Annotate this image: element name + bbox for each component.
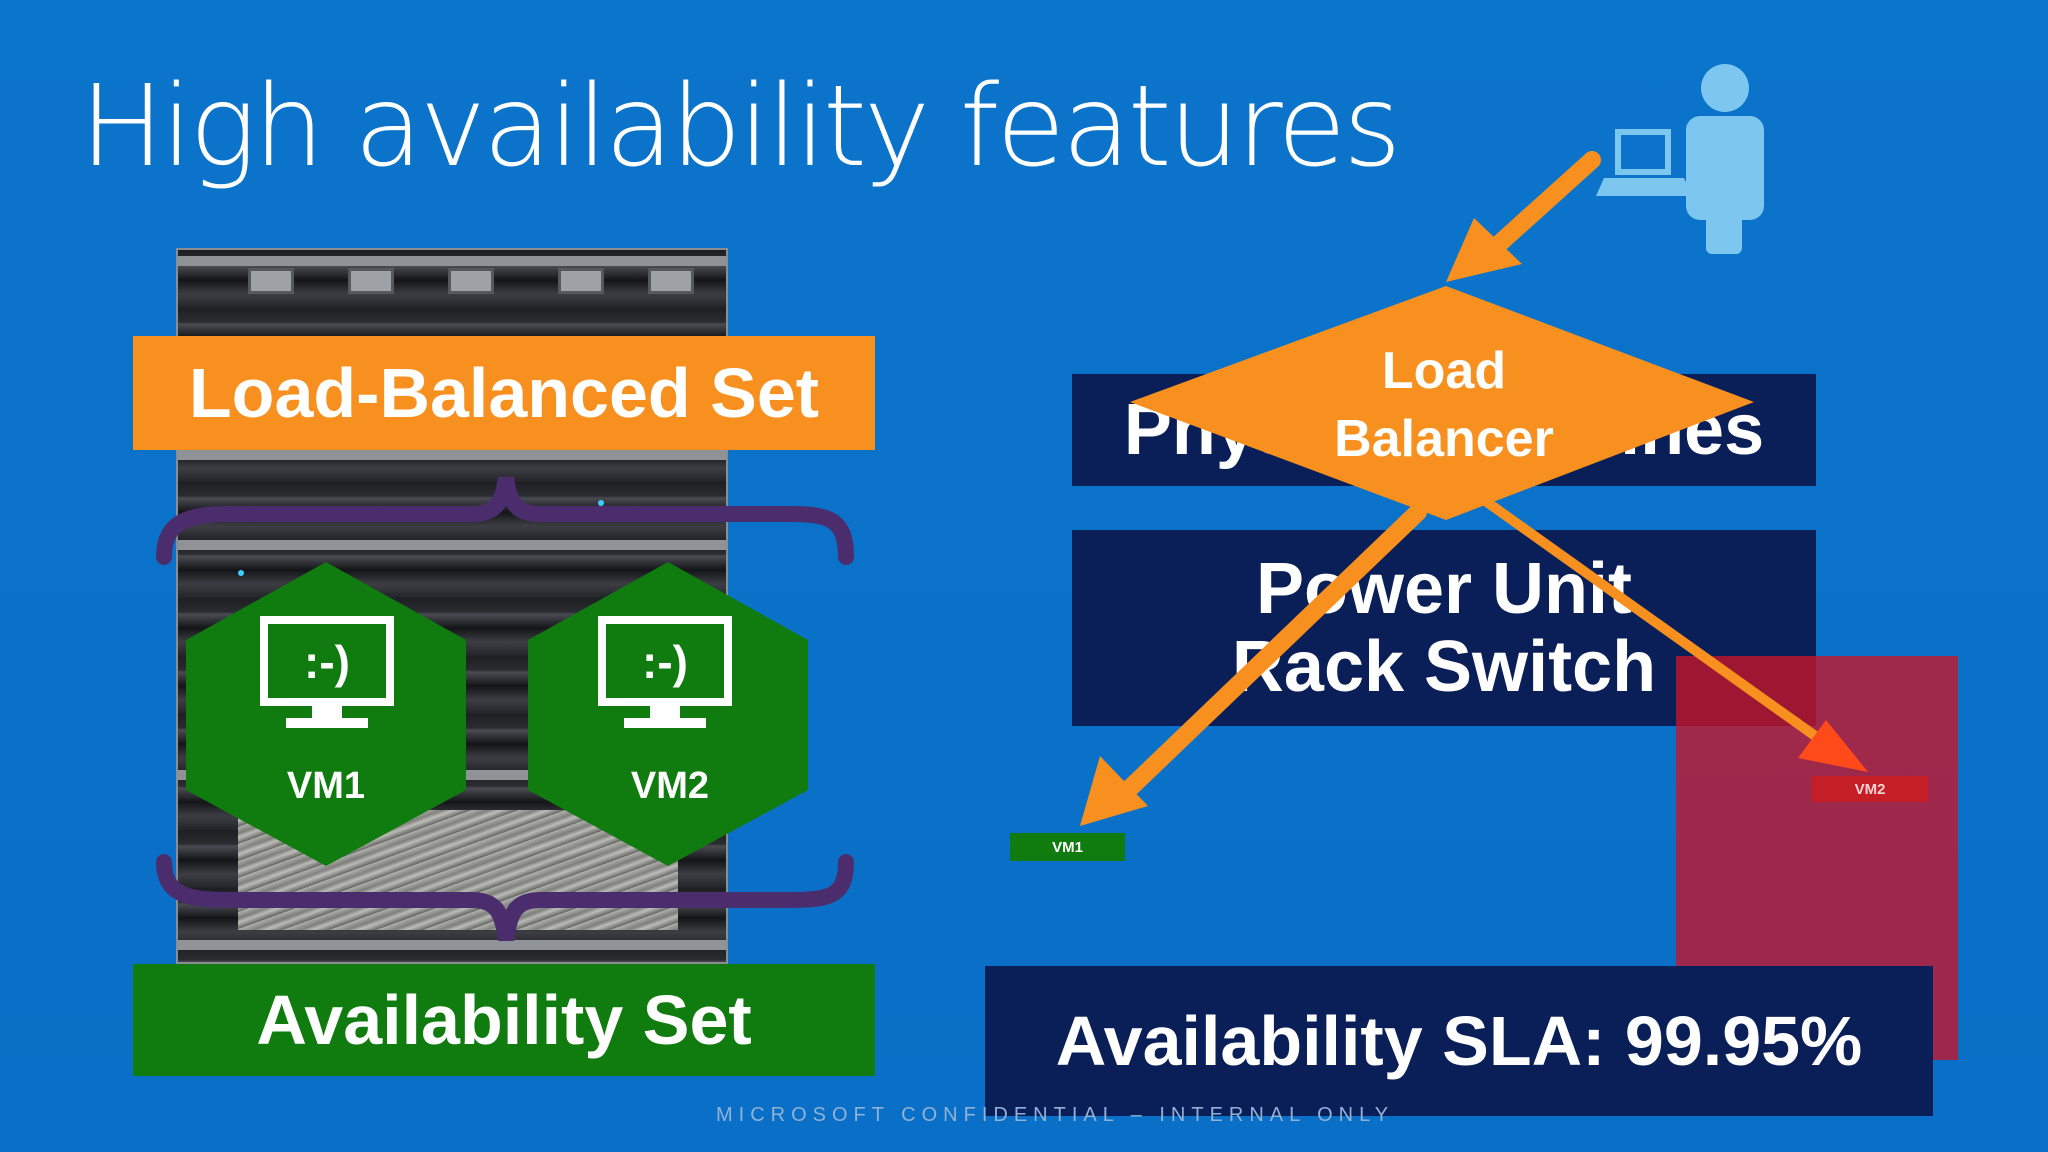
confidential-footer: MICROSOFT CONFIDENTIAL – INTERNAL ONLY [716, 1104, 1395, 1126]
user-to-lb-arrow [1446, 151, 1601, 282]
load-balancer-line2: Balancer [1334, 410, 1554, 468]
availability-set-label: Availability Set [133, 964, 875, 1076]
vm2-hexagon: :-) VM2 [528, 562, 808, 866]
availability-brace-top [156, 476, 854, 565]
vm2-smiley: :-) [642, 636, 688, 688]
slide-title: High availability features [80, 62, 1401, 192]
lb-to-vm2-arrow [1479, 495, 1868, 772]
rack-switch-label: Rack Switch [1231, 627, 1657, 707]
user-icon [1686, 64, 1764, 254]
load-balanced-set-label: Load-Balanced Set [133, 336, 875, 450]
vm1-hexagon: :-) VM1 [186, 562, 466, 866]
vm2-monitor-icon: :-) [598, 616, 732, 728]
vm1-monitor-icon: :-) [260, 616, 394, 728]
load-balancer-line1: Load [1382, 342, 1506, 400]
availability-brace-bottom [156, 854, 854, 942]
laptop-icon [1596, 129, 1692, 196]
vm2-label: VM2 [631, 765, 709, 807]
lb-to-vm1-arrow [1080, 503, 1427, 826]
availability-sla-bar: Availability SLA: 99.95% [985, 966, 1933, 1116]
vm1-tag: VM1 [1010, 833, 1125, 861]
load-balancer-diamond: Load Balancer [1130, 286, 1754, 520]
vm2-tag: VM2 [1812, 776, 1928, 802]
vm1-smiley: :-) [304, 636, 350, 688]
vm1-label: VM1 [287, 765, 365, 807]
